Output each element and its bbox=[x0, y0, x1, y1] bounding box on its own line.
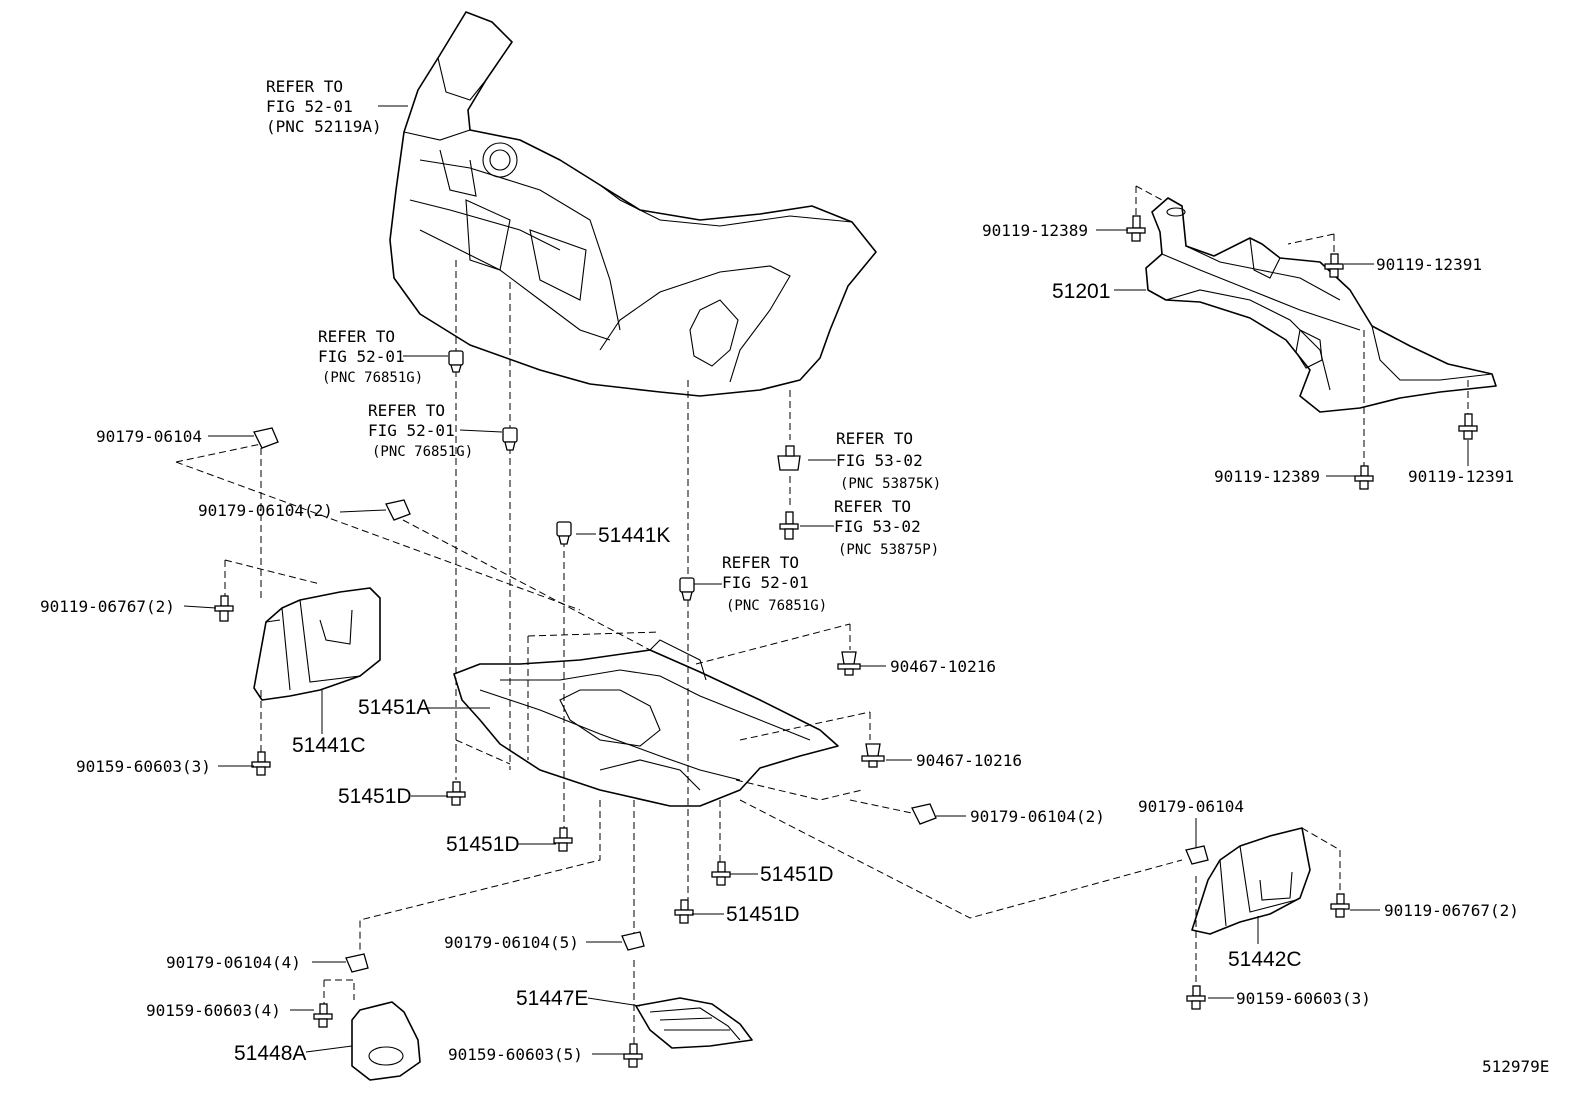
part-label: 51451D bbox=[760, 863, 834, 886]
svg-text:(PNC 76851G): (PNC 76851G) bbox=[322, 370, 423, 386]
svg-text:(PNC 53875P): (PNC 53875P) bbox=[838, 542, 939, 558]
part-label: 51451A bbox=[358, 696, 430, 719]
part-label: 90159-60603(3) bbox=[76, 757, 211, 776]
svg-text:FIG 53-02: FIG 53-02 bbox=[834, 517, 921, 536]
clip-icon bbox=[448, 350, 464, 373]
part-label: 51451D bbox=[726, 903, 800, 926]
svg-text:(PNC 76851G): (PNC 76851G) bbox=[726, 598, 827, 614]
part-label: 90119-12389 bbox=[982, 221, 1088, 240]
part-label: 51448A bbox=[234, 1042, 306, 1065]
push-rivet-icon bbox=[837, 651, 861, 676]
svg-text:FIG 53-02: FIG 53-02 bbox=[836, 451, 923, 470]
bolt-icon bbox=[1458, 413, 1478, 440]
part-label: 90159-60603(3) bbox=[1236, 989, 1371, 1008]
speed-nut-icon bbox=[621, 931, 645, 951]
bolt-icon bbox=[779, 511, 799, 540]
callout-refer-clip-center: REFER TO FIG 52-01 (PNC 76851G) bbox=[722, 553, 827, 614]
bolt-icon bbox=[1186, 985, 1206, 1010]
speed-nut-icon bbox=[345, 953, 369, 973]
speed-nut-icon bbox=[1185, 845, 1209, 865]
part-label: 90159-60603(4) bbox=[146, 1001, 281, 1020]
part-label: 51441K bbox=[598, 524, 670, 547]
part-label: 90179-06104(4) bbox=[166, 953, 301, 972]
bolt-icon bbox=[1330, 893, 1350, 918]
lower-grille-cover bbox=[635, 997, 753, 1049]
svg-text:FIG 52-01: FIG 52-01 bbox=[722, 573, 809, 592]
callout-refer-clip-left: REFER TO FIG 52-01 (PNC 76851G) bbox=[318, 327, 423, 386]
part-label: 90179-06104(2) bbox=[970, 807, 1105, 826]
part-label: 90467-10216 bbox=[916, 751, 1022, 770]
part-label: 90179-06104(5) bbox=[444, 933, 579, 952]
part-label: 90119-06767(2) bbox=[1384, 901, 1519, 920]
svg-text:FIG 52-01: FIG 52-01 bbox=[266, 97, 353, 116]
callout-refer-clip-mid: REFER TO FIG 52-01 (PNC 76851G) bbox=[368, 401, 473, 460]
svg-text:REFER TO: REFER TO bbox=[834, 497, 911, 516]
diagram-id-label: 512979E bbox=[1482, 1057, 1549, 1076]
part-label: 51441C bbox=[292, 734, 366, 757]
left-splash-shield bbox=[253, 587, 381, 701]
speed-nut-icon bbox=[253, 427, 279, 449]
part-label: 90119-12389 bbox=[1214, 467, 1320, 486]
part-label: 90119-06767(2) bbox=[40, 597, 175, 616]
svg-text:REFER TO: REFER TO bbox=[368, 401, 445, 420]
part-label: 51447E bbox=[516, 987, 588, 1010]
bolt-icon bbox=[674, 899, 694, 924]
svg-text:FIG 52-01: FIG 52-01 bbox=[368, 421, 455, 440]
push-rivet-icon bbox=[861, 743, 885, 768]
part-label: 90119-12391 bbox=[1408, 467, 1514, 486]
part-label: 90159-60603(5) bbox=[448, 1045, 583, 1064]
engine-under-cover bbox=[453, 639, 839, 807]
part-label: 90119-12391 bbox=[1376, 255, 1482, 274]
svg-text:(PNC 52119A): (PNC 52119A) bbox=[266, 117, 382, 136]
clip-icon bbox=[502, 427, 518, 451]
clip-icon bbox=[556, 521, 572, 545]
bolt-icon bbox=[1126, 215, 1146, 242]
part-label: 51451D bbox=[338, 785, 412, 808]
part-label: 90467-10216 bbox=[890, 657, 996, 676]
bolt-icon bbox=[711, 861, 731, 886]
svg-text:(PNC 76851G): (PNC 76851G) bbox=[372, 444, 473, 460]
svg-text:REFER TO: REFER TO bbox=[722, 553, 799, 572]
lower-bracket bbox=[351, 1001, 421, 1081]
bolt-icon bbox=[313, 1003, 333, 1028]
bolt-icon bbox=[553, 827, 573, 852]
svg-text:REFER TO: REFER TO bbox=[266, 77, 343, 96]
clip-icon bbox=[679, 577, 695, 601]
bolt-icon bbox=[214, 595, 234, 622]
leader-lines bbox=[183, 105, 1469, 1055]
part-label: 90179-06104 bbox=[1138, 797, 1244, 816]
bolt-icon bbox=[1324, 253, 1344, 278]
dashed-alignment-lines bbox=[175, 185, 1469, 1044]
bolt-icon bbox=[1354, 465, 1374, 490]
retainer-icon bbox=[777, 445, 801, 471]
part-label: 90179-06104(2) bbox=[198, 501, 333, 520]
speed-nut-icon bbox=[385, 499, 411, 521]
part-label: 51201 bbox=[1052, 280, 1110, 303]
front-suspension-crossmember bbox=[1145, 197, 1497, 413]
callout-refer-53875p: REFER TO FIG 53-02 (PNC 53875P) bbox=[834, 497, 939, 558]
part-label: 90179-06104 bbox=[96, 427, 202, 446]
callout-refer-bumper: REFER TO FIG 52-01 (PNC 52119A) bbox=[266, 77, 382, 136]
part-label: 51451D bbox=[446, 833, 520, 856]
front-bumper-cover bbox=[389, 11, 877, 397]
svg-text:REFER TO: REFER TO bbox=[836, 429, 913, 448]
part-number-labels: 90119-12389 90119-12391 51201 90119-1238… bbox=[40, 221, 1519, 1065]
svg-text:REFER TO: REFER TO bbox=[318, 327, 395, 346]
part-label: 51442C bbox=[1228, 948, 1302, 971]
bolt-icon bbox=[446, 781, 466, 806]
speed-nut-icon bbox=[911, 803, 937, 825]
callout-refer-53875k: REFER TO FIG 53-02 (PNC 53875K) bbox=[836, 429, 941, 492]
svg-text:(PNC 53875K): (PNC 53875K) bbox=[840, 476, 941, 492]
right-splash-shield bbox=[1191, 827, 1311, 935]
bolt-icon bbox=[623, 1043, 643, 1068]
bolt-icon bbox=[251, 751, 271, 776]
svg-text:FIG 52-01: FIG 52-01 bbox=[318, 347, 405, 366]
hardware-fasteners bbox=[214, 215, 1478, 1068]
